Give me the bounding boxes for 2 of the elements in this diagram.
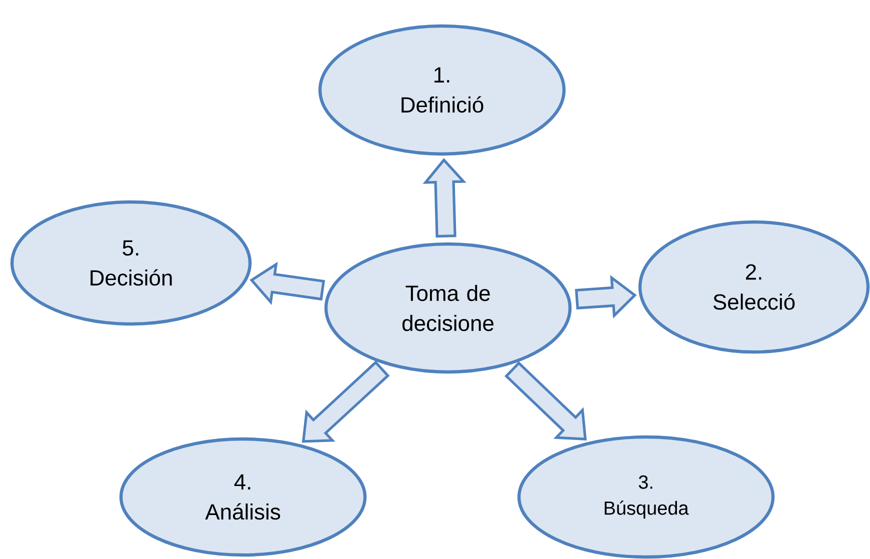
block-arrow [422,158,466,238]
block-arrow [574,274,637,318]
